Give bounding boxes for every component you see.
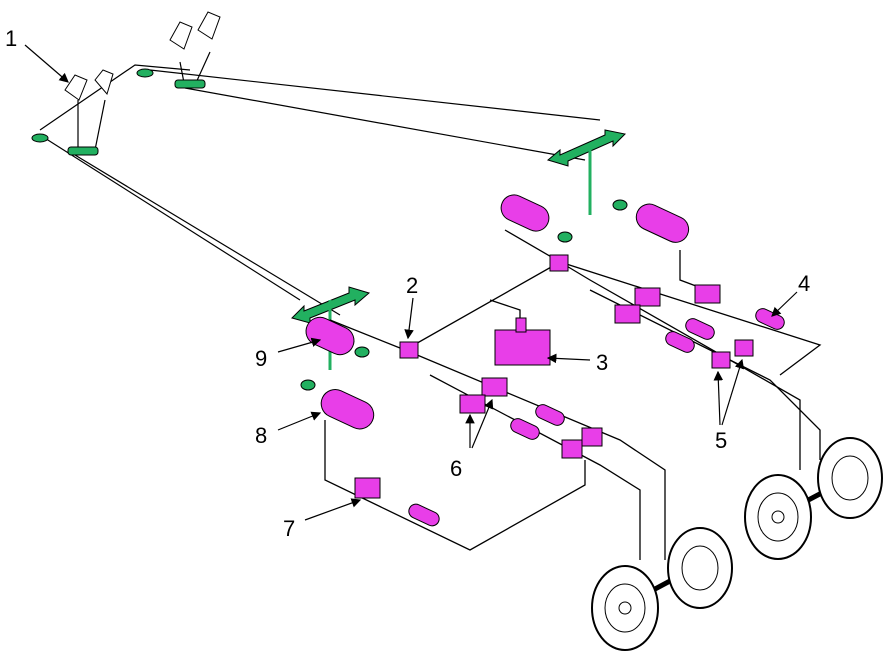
rear-brake-chamber-right	[635, 203, 690, 243]
callout-4: 4	[798, 271, 810, 296]
callout-1: 1	[5, 26, 17, 51]
rear-brake-chamber-left	[500, 194, 550, 232]
valve-7	[354, 477, 381, 499]
callout-6: 6	[450, 456, 462, 481]
callout-9: 9	[255, 346, 267, 371]
front-tee	[399, 341, 419, 359]
front-axle	[591, 527, 733, 651]
control-cables	[39, 64, 601, 316]
callout-5: 5	[715, 428, 727, 453]
wheels	[591, 437, 883, 651]
hose-4	[755, 308, 785, 330]
rear-axle	[744, 437, 883, 560]
callout-7: 7	[283, 516, 295, 541]
components	[305, 194, 785, 527]
hose-7	[408, 503, 440, 527]
adjust-arrow-rear	[546, 129, 628, 243]
fitting-6	[459, 394, 486, 414]
brake-pedals	[31, 11, 221, 156]
callout-8: 8	[255, 423, 267, 448]
valve-3	[494, 329, 551, 366]
brake-chamber-8	[320, 389, 375, 430]
callout-2: 2	[406, 273, 418, 298]
fitting-5b	[711, 351, 731, 369]
callout-leaders	[24, 44, 798, 521]
valve-4a	[694, 284, 721, 304]
fitting-5a	[734, 339, 754, 357]
callout-3: 3	[596, 350, 608, 375]
rear-tee	[549, 254, 569, 272]
